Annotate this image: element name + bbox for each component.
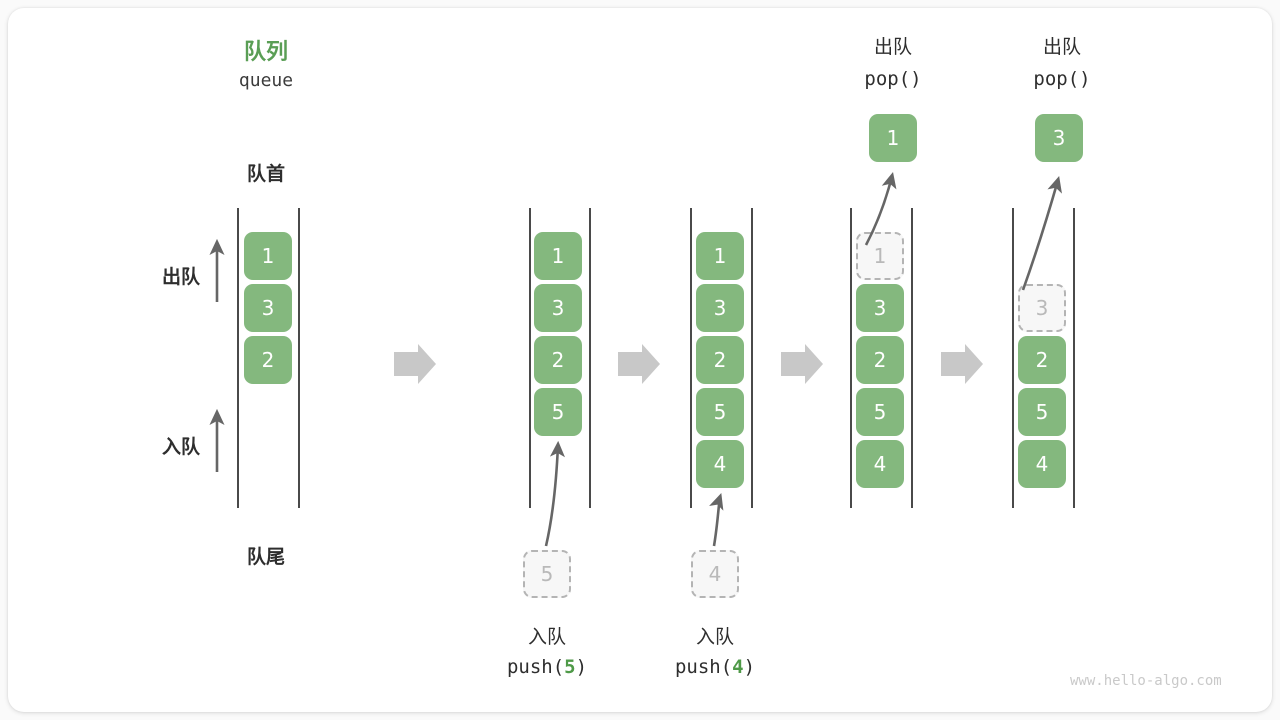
queue-cell: 1 <box>534 232 582 280</box>
queue-front-label: 队首 <box>246 163 285 185</box>
queue-rail-right-1 <box>298 208 300 508</box>
queue-cell: 2 <box>696 336 744 384</box>
push-code-suffix: ) <box>743 656 756 678</box>
queue-cell: 2 <box>534 336 582 384</box>
dequeue-direction-label: 出队 <box>161 266 200 288</box>
push-caption-code-1: push(5) <box>467 656 627 678</box>
push-code-value: 5 <box>564 656 576 678</box>
queue-rail-left-3 <box>690 208 692 508</box>
queue-cell: 2 <box>244 336 292 384</box>
queue-cell: 5 <box>856 388 904 436</box>
watermark: www.hello-algo.com <box>1070 673 1222 689</box>
queue-cell: 4 <box>1018 440 1066 488</box>
queue-cell: 2 <box>856 336 904 384</box>
queue-cell: 4 <box>856 440 904 488</box>
incoming-cell: 4 <box>691 550 739 598</box>
queue-rear-label: 队尾 <box>246 546 285 568</box>
queue-cell: 3 <box>534 284 582 332</box>
queue-title-en: queue <box>238 70 294 91</box>
queue-cell-ghost: 1 <box>856 232 904 280</box>
queue-cell: 3 <box>856 284 904 332</box>
incoming-cell: 5 <box>523 550 571 598</box>
queue-cell: 2 <box>1018 336 1066 384</box>
pop-caption-cn-1: 出队 <box>873 36 912 58</box>
pop-caption-code-2: pop() <box>1033 68 1091 90</box>
queue-rail-left-2 <box>529 208 531 508</box>
push-caption-cn-2: 入队 <box>695 626 734 648</box>
pop-caption-code-1: pop() <box>864 68 922 90</box>
queue-title-cn: 队列 <box>243 40 288 65</box>
queue-cell: 5 <box>534 388 582 436</box>
push-code-prefix: push( <box>674 656 733 678</box>
figure-card <box>8 8 1272 712</box>
queue-cell: 5 <box>696 388 744 436</box>
queue-cell-ghost: 3 <box>1018 284 1066 332</box>
popped-cell: 1 <box>869 114 917 162</box>
popped-cell: 3 <box>1035 114 1083 162</box>
enqueue-direction-label: 入队 <box>161 436 200 458</box>
queue-cell: 5 <box>1018 388 1066 436</box>
queue-rail-right-2 <box>589 208 591 508</box>
queue-cell: 4 <box>696 440 744 488</box>
queue-rail-right-5 <box>1073 208 1075 508</box>
push-code-suffix: ) <box>575 656 588 678</box>
queue-rail-right-3 <box>751 208 753 508</box>
queue-cell: 1 <box>696 232 744 280</box>
queue-cell: 3 <box>244 284 292 332</box>
pop-caption-cn-2: 出队 <box>1042 36 1081 58</box>
queue-rail-right-4 <box>911 208 913 508</box>
queue-rail-left-1 <box>237 208 239 508</box>
push-caption-cn-1: 入队 <box>527 626 566 648</box>
queue-rail-left-5 <box>1012 208 1014 508</box>
queue-rail-left-4 <box>850 208 852 508</box>
push-caption-code-2: push(4) <box>635 656 795 678</box>
queue-cell: 1 <box>244 232 292 280</box>
push-code-value: 4 <box>732 656 744 678</box>
push-code-prefix: push( <box>506 656 565 678</box>
queue-cell: 3 <box>696 284 744 332</box>
